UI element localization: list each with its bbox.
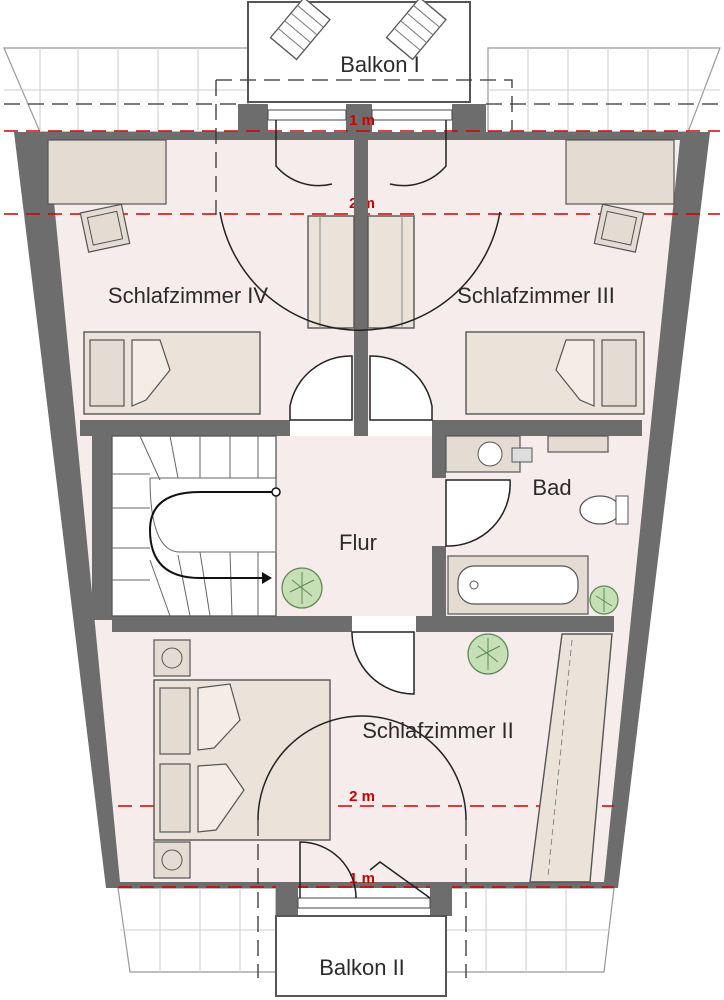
plant-icon (281, 567, 323, 609)
door-bedroom-ii[interactable] (351, 631, 415, 695)
staircase (111, 435, 281, 617)
bathroom-fixtures (445, 435, 629, 615)
roof-tiles-top-right (487, 47, 721, 133)
nightstand-icon (153, 841, 191, 879)
toilet-icon (579, 495, 629, 525)
bathtub-icon (447, 555, 589, 615)
balcony-bottom (275, 915, 447, 997)
plant-icon (467, 633, 509, 675)
door-bedroom-iv[interactable] (289, 355, 353, 421)
balcony-top-label: Balkon I (340, 52, 420, 77)
bed-bedroom-iii (465, 331, 645, 415)
room-label-bedroom-ii: Schlafzimmer II (362, 718, 514, 743)
wardrobe (529, 633, 613, 883)
roof-tiles-top-left (3, 47, 249, 133)
armchair-icon (79, 203, 131, 253)
deck-chair-icon (269, 0, 331, 61)
balcony-bottom-label: Balkon II (319, 955, 405, 980)
roof-tiles-bottom-right (445, 887, 615, 973)
room-label-bedroom-iii: Schlafzimmer III (457, 283, 615, 308)
stair-direction-arrow (148, 491, 276, 579)
dimension-label-bottom-2m: 2 m (349, 788, 375, 805)
dimension-label-bottom-1m: 1 m (349, 870, 375, 887)
desk-bedroom-iii (367, 215, 415, 329)
bed-bedroom-iv (83, 331, 261, 415)
bed-bedroom-ii (153, 679, 331, 841)
nightstand-icon (153, 639, 191, 677)
door-bath[interactable] (445, 479, 511, 547)
deck-chair-icon (385, 0, 447, 61)
balcony-top (247, 0, 471, 103)
plant-icon (589, 585, 619, 615)
desk-bedroom-iv (307, 215, 355, 329)
room-label-bath: Bad (532, 475, 571, 500)
room-label-hall: Flur (339, 530, 377, 555)
room-label-bedroom-iv: Schlafzimmer IV (108, 283, 268, 308)
door-bedroom-iii[interactable] (369, 355, 433, 421)
roof-tiles-bottom-left (117, 887, 277, 973)
armchair-icon (593, 203, 645, 253)
dimension-label-top-1m: 1 m (349, 112, 375, 129)
